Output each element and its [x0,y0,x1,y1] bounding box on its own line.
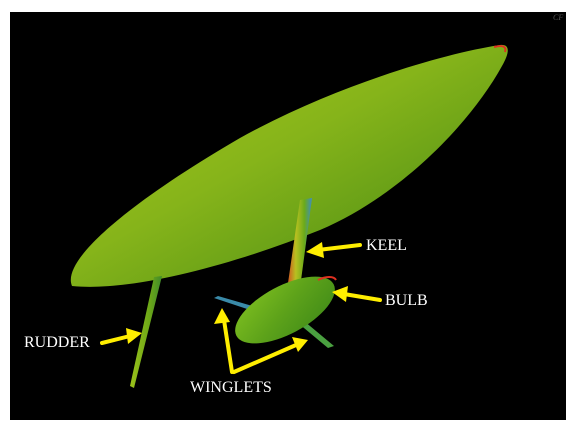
keel-label: KEEL [366,237,407,254]
corner-text: CF [553,13,563,22]
rudder-label: RUDDER [24,334,90,351]
bulb-label: BULB [385,292,428,309]
winglets-label: WINGLETS [190,379,272,396]
